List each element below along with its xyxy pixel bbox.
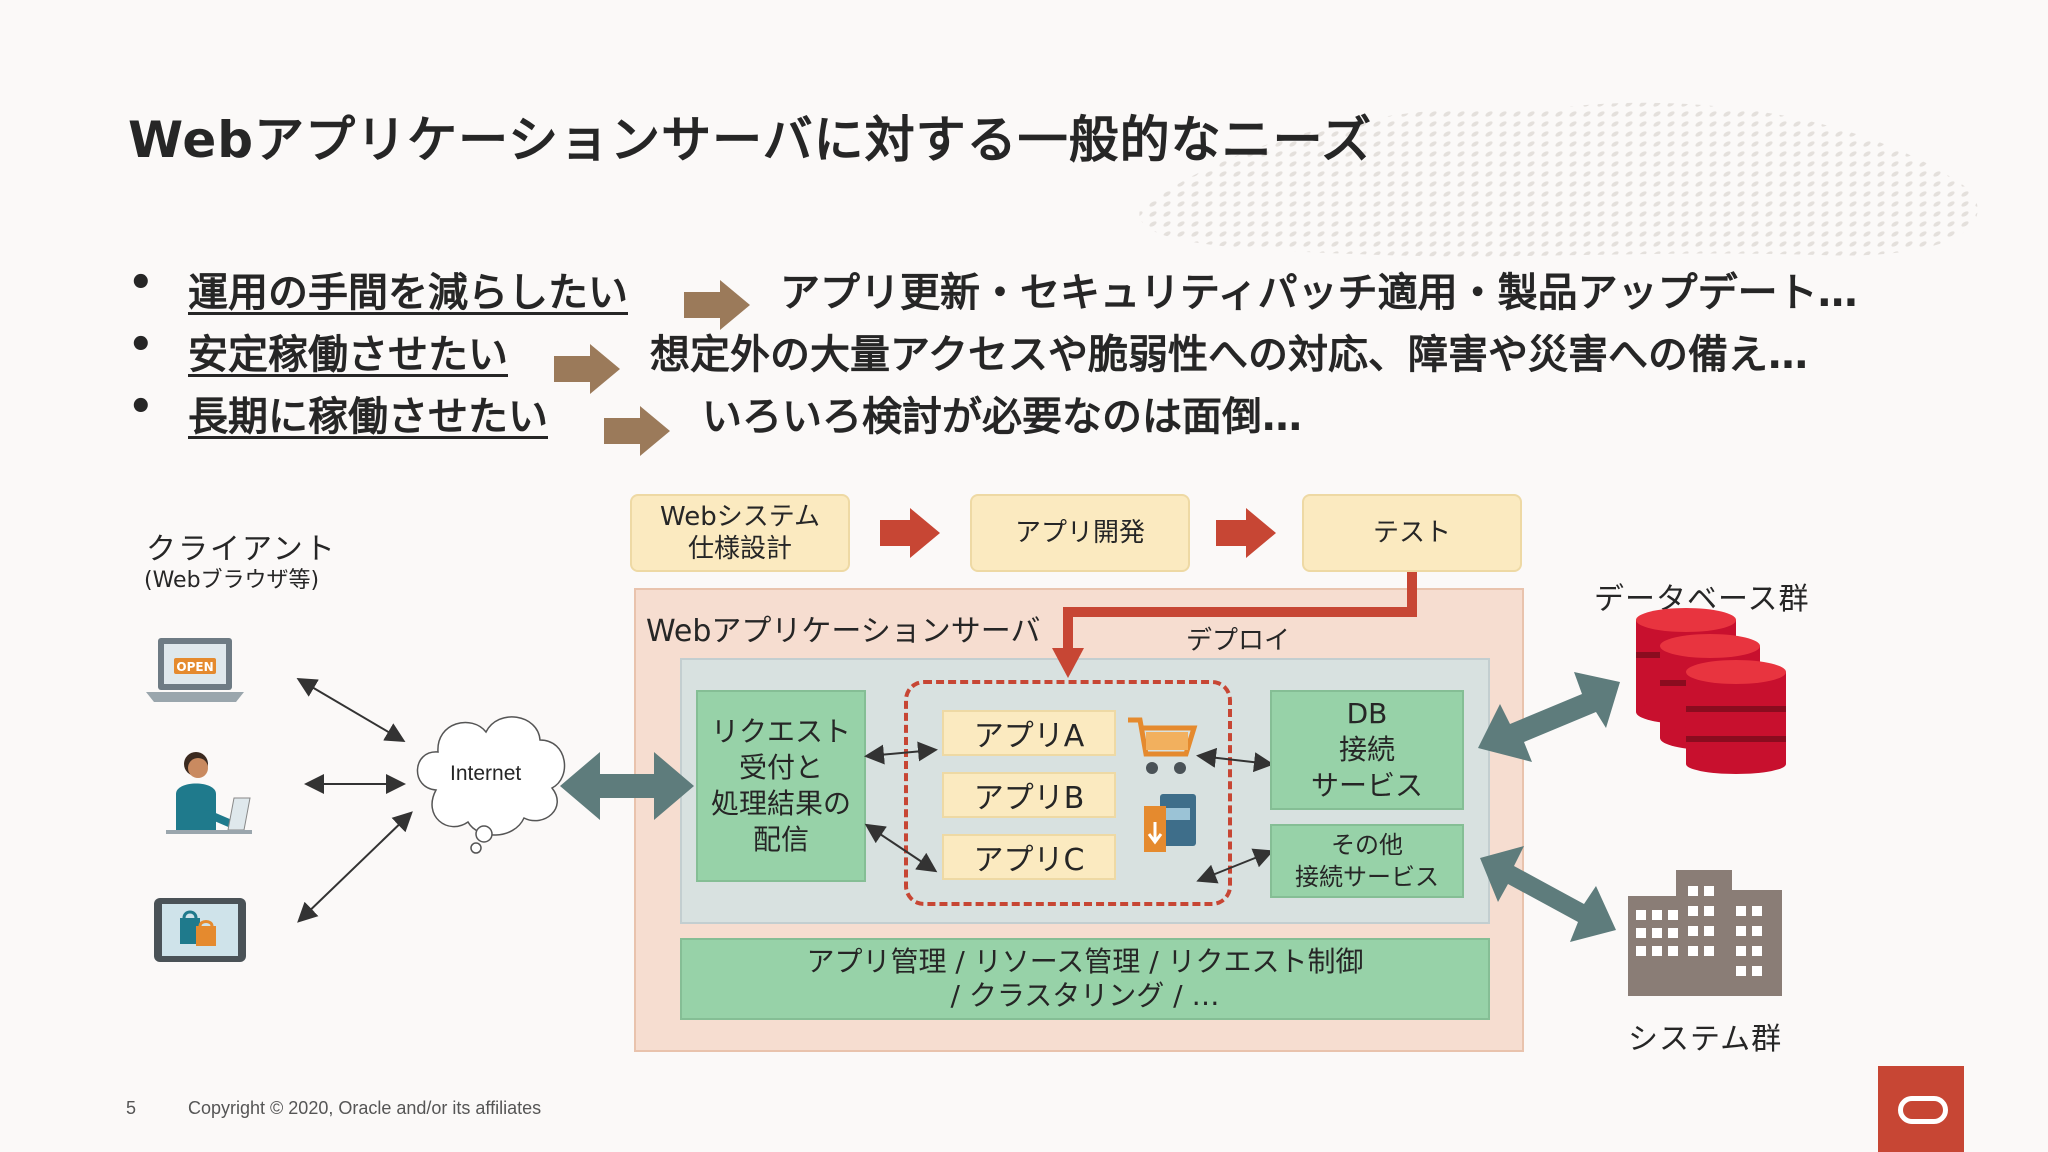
double-arrow-icon <box>560 752 694 820</box>
db-connection-service-box: DB 接続 サービス <box>1270 690 1464 810</box>
arrow-right-icon <box>880 508 940 558</box>
arrow-right-icon <box>554 344 620 394</box>
database-icon <box>1636 608 1786 774</box>
need-text: 安定稼働させたい <box>188 332 508 378</box>
shopping-cart-icon <box>1128 717 1198 774</box>
bullet-marker: • <box>128 260 154 306</box>
app-a-box: アプリA <box>942 710 1116 756</box>
app-c-box: アプリC <box>942 834 1116 880</box>
laptop-icon: OPEN <box>146 638 244 702</box>
user-at-laptop-icon <box>166 752 252 834</box>
buildings-icon <box>1628 870 1782 996</box>
deploy-label: デプロイ <box>1186 626 1291 656</box>
background-pattern <box>1139 102 1978 257</box>
payment-card-icon <box>1144 794 1196 852</box>
internet-cloud-icon <box>416 716 566 854</box>
bullet-marker: • <box>128 322 154 368</box>
step-spec-design: Webシステム 仕様設計 <box>630 494 850 572</box>
app-b-box: アプリB <box>942 772 1116 818</box>
tablet-shopping-icon <box>154 898 246 962</box>
need-text: 運用の手間を減らしたい <box>188 270 628 316</box>
oracle-logo-icon <box>1878 1066 1964 1152</box>
bullet-marker: • <box>128 384 154 430</box>
other-connection-service-box: その他 接続サービス <box>1270 824 1464 898</box>
applications-container <box>904 680 1232 906</box>
double-arrow-icon <box>1478 672 1620 762</box>
open-sign: OPEN <box>176 660 213 674</box>
arrow-right-icon <box>604 406 670 456</box>
step-app-development: アプリ開発 <box>970 494 1190 572</box>
arrow-right-icon <box>1216 508 1276 558</box>
client-sublabel: (Webブラウザ等) <box>144 568 320 593</box>
need-description: アプリ更新・セキュリティパッチ適用・製品アップデート… <box>780 270 1858 316</box>
client-label: クライアント <box>146 532 337 567</box>
internet-label: Internet <box>450 762 522 785</box>
copyright: Copyright © 2020, Oracle and/or its affi… <box>188 1098 542 1118</box>
need-description: 想定外の大量アクセスや脆弱性への対応、障害や災害への備え… <box>650 332 1808 378</box>
management-bar: アプリ管理 / リソース管理 / リクエスト制御 / クラスタリング / … <box>680 938 1490 1020</box>
request-handler-box: リクエスト 受付と 処理結果の 配信 <box>696 690 866 882</box>
page-title: Webアプリケーションサーバに対する一般的なニーズ <box>128 111 1373 169</box>
double-arrow-icon <box>1480 846 1616 942</box>
system-group-label: システム群 <box>1628 1022 1783 1057</box>
need-text: 長期に稼働させたい <box>188 394 548 440</box>
need-description: いろいろ検討が必要なのは面倒… <box>702 394 1302 440</box>
web-app-server-label: Webアプリケーションサーバ <box>646 614 1041 649</box>
page-number: 5 <box>126 1098 137 1118</box>
step-test: テスト <box>1302 494 1522 572</box>
arrow-right-icon <box>684 280 750 330</box>
